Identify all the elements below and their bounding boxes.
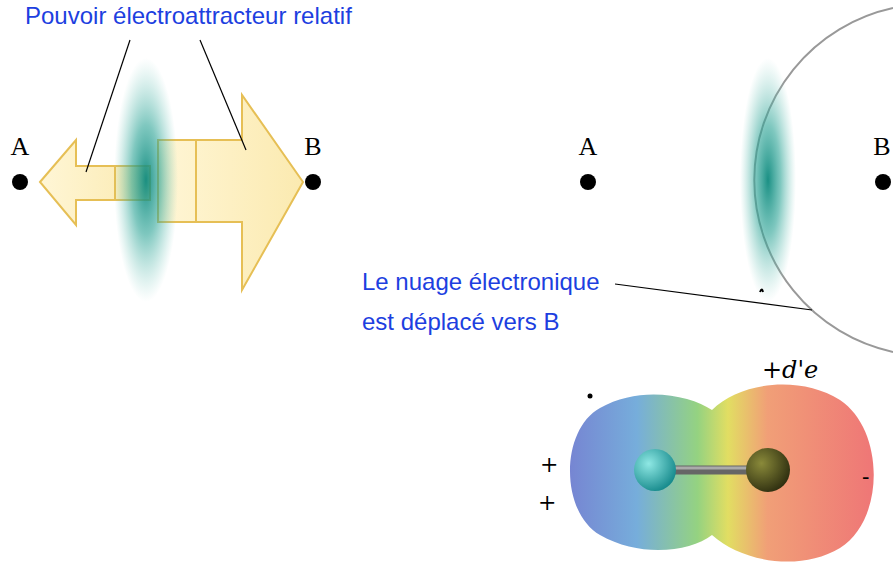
leader-line xyxy=(86,40,130,172)
atom-dot xyxy=(305,174,321,190)
leader-line xyxy=(615,284,812,310)
atom-dot xyxy=(875,174,891,190)
atom-label: B xyxy=(873,132,890,162)
atom-label: A xyxy=(11,132,30,162)
atom-label: B xyxy=(304,132,321,162)
atom-dot xyxy=(12,174,28,190)
atom-sphere xyxy=(746,448,790,492)
charge-sign: + xyxy=(540,452,558,477)
large-arrow xyxy=(158,95,303,290)
atom-sphere xyxy=(634,449,676,491)
electrostatic-surface xyxy=(570,385,874,562)
electron-cloud xyxy=(114,58,178,302)
atom-dot xyxy=(580,174,596,190)
leader-line xyxy=(200,40,246,150)
caption-note: Le nuage électronique est déplacé vers B xyxy=(362,262,634,342)
charge-note: +d'e xyxy=(762,356,818,384)
heading-note: Pouvoir électroattracteur relatif xyxy=(25,2,352,30)
atom-label: A xyxy=(579,132,598,162)
electron-cloud xyxy=(740,58,796,302)
charge-sign: + xyxy=(538,490,556,515)
charge-sign: - xyxy=(862,464,869,489)
